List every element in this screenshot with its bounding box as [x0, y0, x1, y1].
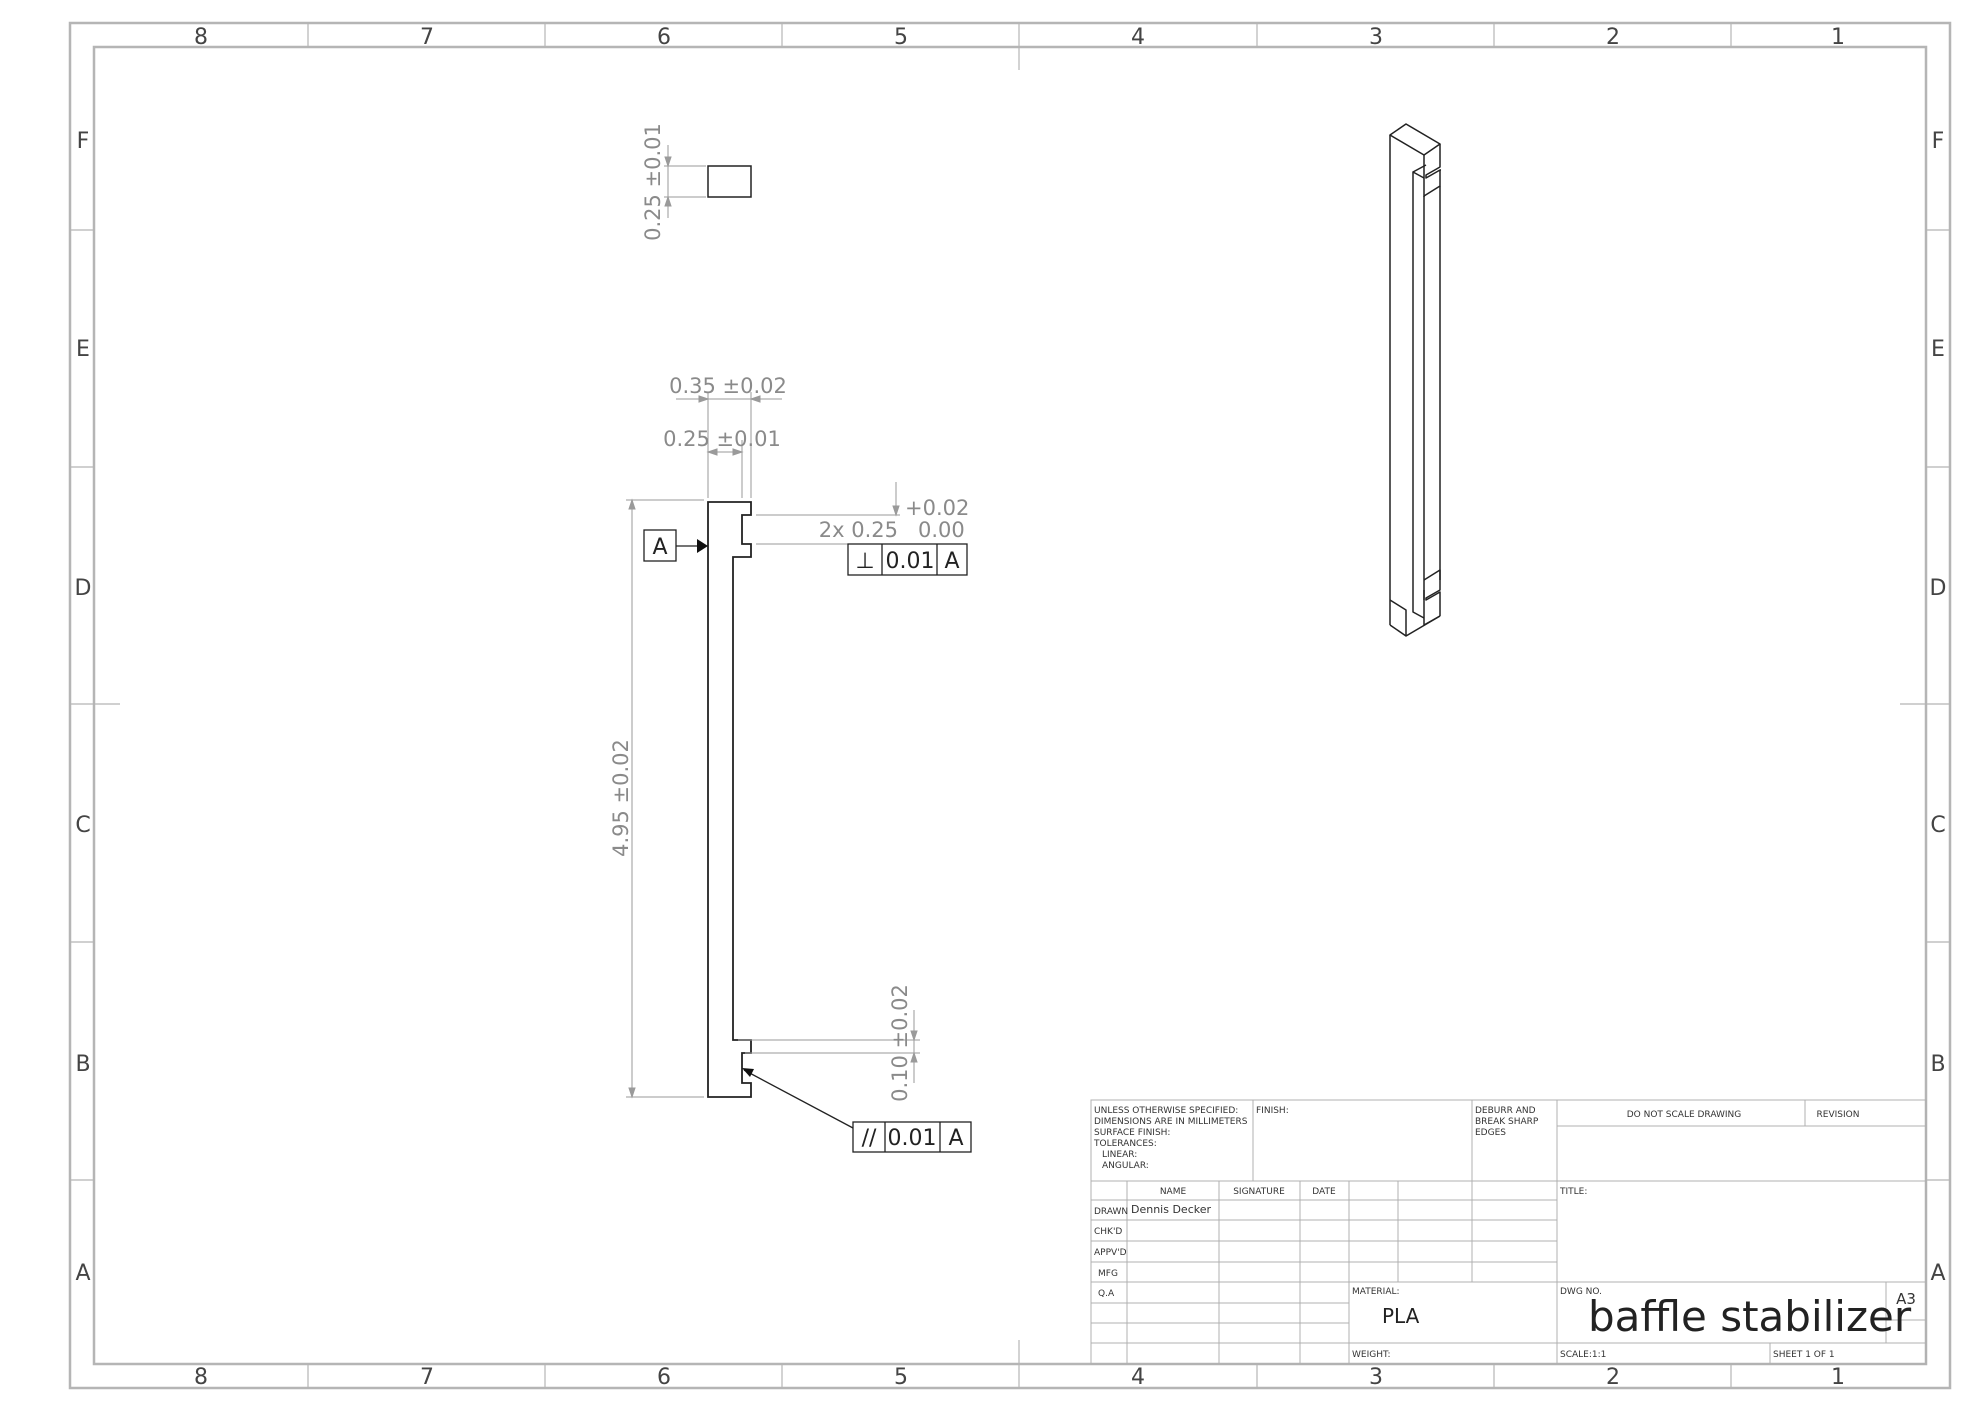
tb-drawn-by: Dennis Decker [1131, 1203, 1211, 1216]
isometric-view [1389, 123, 1441, 637]
zone-col-bottom-6: 6 [657, 1365, 671, 1390]
zone-row-right-A: A [1930, 1261, 1945, 1286]
parallelism-frame: // 0.01 A [742, 1068, 972, 1153]
zone-row-right-B: B [1930, 1052, 1945, 1077]
tb-col-signature: SIGNATURE [1233, 1187, 1285, 1197]
tb-material: PLA [1382, 1304, 1420, 1328]
tb-note-1: DIMENSIONS ARE IN MILLIMETERS [1094, 1117, 1248, 1127]
perpendicularity-datum: A [944, 549, 959, 574]
perpendicularity-frame: ⊥ 0.01 A [847, 543, 968, 576]
parallelism-value: 0.01 [888, 1126, 937, 1151]
tb-note-2: SURFACE FINISH: [1094, 1128, 1170, 1138]
zone-row-left-E: E [76, 337, 90, 362]
parallelism-datum: A [948, 1126, 963, 1151]
zone-row-right-F: F [1932, 129, 1945, 154]
perpendicularity-value: 0.01 [886, 549, 935, 574]
title-block: UNLESS OTHERWISE SPECIFIED: DIMENSIONS A… [1090, 1099, 1927, 1365]
dim-slot-width: 2x 0.25 [819, 518, 898, 542]
tb-title-label: TITLE: [1559, 1187, 1587, 1197]
zone-col-bottom-1: 1 [1831, 1365, 1845, 1390]
tb-note-0: UNLESS OTHERWISE SPECIFIED: [1094, 1106, 1238, 1116]
zone-col-top-7: 7 [420, 25, 434, 50]
tb-deburr-1: BREAK SHARP [1475, 1117, 1539, 1127]
zone-col-top-4: 4 [1131, 25, 1145, 50]
tb-no-scale: DO NOT SCALE DRAWING [1627, 1110, 1742, 1120]
top-view-outline [707, 165, 752, 198]
zone-col-top-3: 3 [1369, 25, 1383, 50]
zone-col-bottom-2: 2 [1606, 1365, 1620, 1390]
zone-col-bottom-8: 8 [194, 1365, 208, 1390]
top-view: 0.25 ±0.01 [641, 123, 752, 241]
tb-finish-label: FINISH: [1256, 1106, 1289, 1116]
dim-slot-upper-tol: +0.02 [905, 496, 969, 520]
dim-slot-depth: 0.10 ±0.02 [888, 984, 912, 1102]
tb-note-4: LINEAR: [1102, 1150, 1137, 1160]
tb-sheet: SHEET 1 OF 1 [1773, 1350, 1835, 1360]
zone-col-bottom-7: 7 [420, 1365, 434, 1390]
dim-slot-lower-tol: 0.00 [918, 518, 965, 542]
tb-note-3: TOLERANCES: [1093, 1139, 1157, 1149]
tb-drawing-title: baffle stabilizer [1588, 1292, 1912, 1341]
tb-material-label: MATERIAL: [1352, 1287, 1400, 1297]
dim-end-thickness: 0.25 ±0.01 [641, 123, 665, 241]
inner-border [92, 45, 1928, 1366]
dim-overall-length: 4.95 ±0.02 [609, 739, 633, 857]
outer-border [68, 21, 1952, 1390]
zone-row-left-F: F [77, 129, 90, 154]
zone-col-top-5: 5 [894, 25, 908, 50]
zone-row-left-C: C [75, 813, 90, 838]
tb-deburr-2: EDGES [1475, 1128, 1506, 1138]
zone-row-left-B: B [75, 1052, 90, 1077]
tb-note-5: ANGULAR: [1102, 1161, 1149, 1171]
zone-col-bottom-4: 4 [1131, 1365, 1145, 1390]
front-view: 0.35 ±0.02 0.25 ±0.01 +0.02 2x 0.25 0.00… [609, 374, 972, 1153]
zone-dividers [70, 23, 1950, 1388]
zone-row-right-C: C [1930, 813, 1945, 838]
zone-col-bottom-5: 5 [894, 1365, 908, 1390]
datum-a-label: A [652, 535, 667, 560]
zone-row-right-D: D [1930, 576, 1947, 601]
parallelism-icon: // [862, 1126, 877, 1151]
tb-role-appvd: APPV'D [1094, 1248, 1127, 1258]
tb-deburr-0: DEBURR AND [1475, 1106, 1536, 1116]
dim-bar-width: 0.25 ±0.01 [663, 427, 781, 451]
bar-profile [707, 501, 752, 1098]
tb-role-qa: Q.A [1098, 1289, 1115, 1299]
zone-col-top-6: 6 [657, 25, 671, 50]
tb-scale: SCALE:1:1 [1560, 1350, 1606, 1360]
tb-role-mfg: MFG [1098, 1269, 1118, 1279]
tb-col-name: NAME [1160, 1187, 1187, 1197]
tb-dwg-no-label: DWG NO. [1560, 1287, 1602, 1297]
tb-size: A3 [1896, 1290, 1916, 1308]
dim-overall-width: 0.35 ±0.02 [669, 374, 787, 398]
datum-a-marker: A [643, 529, 708, 562]
tb-col-date: DATE [1312, 1187, 1336, 1197]
tb-role-drawn: DRAWN [1094, 1207, 1128, 1217]
zone-row-left-D: D [75, 576, 92, 601]
perpendicularity-icon: ⊥ [855, 549, 874, 574]
zone-row-left-A: A [75, 1261, 90, 1286]
zone-col-top-1: 1 [1831, 25, 1845, 50]
zone-row-right-E: E [1931, 337, 1945, 362]
zone-col-bottom-3: 3 [1369, 1365, 1383, 1390]
tb-role-chkd: CHK'D [1094, 1227, 1122, 1237]
tb-revision-label: REVISION [1817, 1110, 1860, 1120]
zone-col-top-2: 2 [1606, 25, 1620, 50]
zone-col-top-8: 8 [194, 25, 208, 50]
tb-weight-label: WEIGHT: [1352, 1350, 1391, 1360]
